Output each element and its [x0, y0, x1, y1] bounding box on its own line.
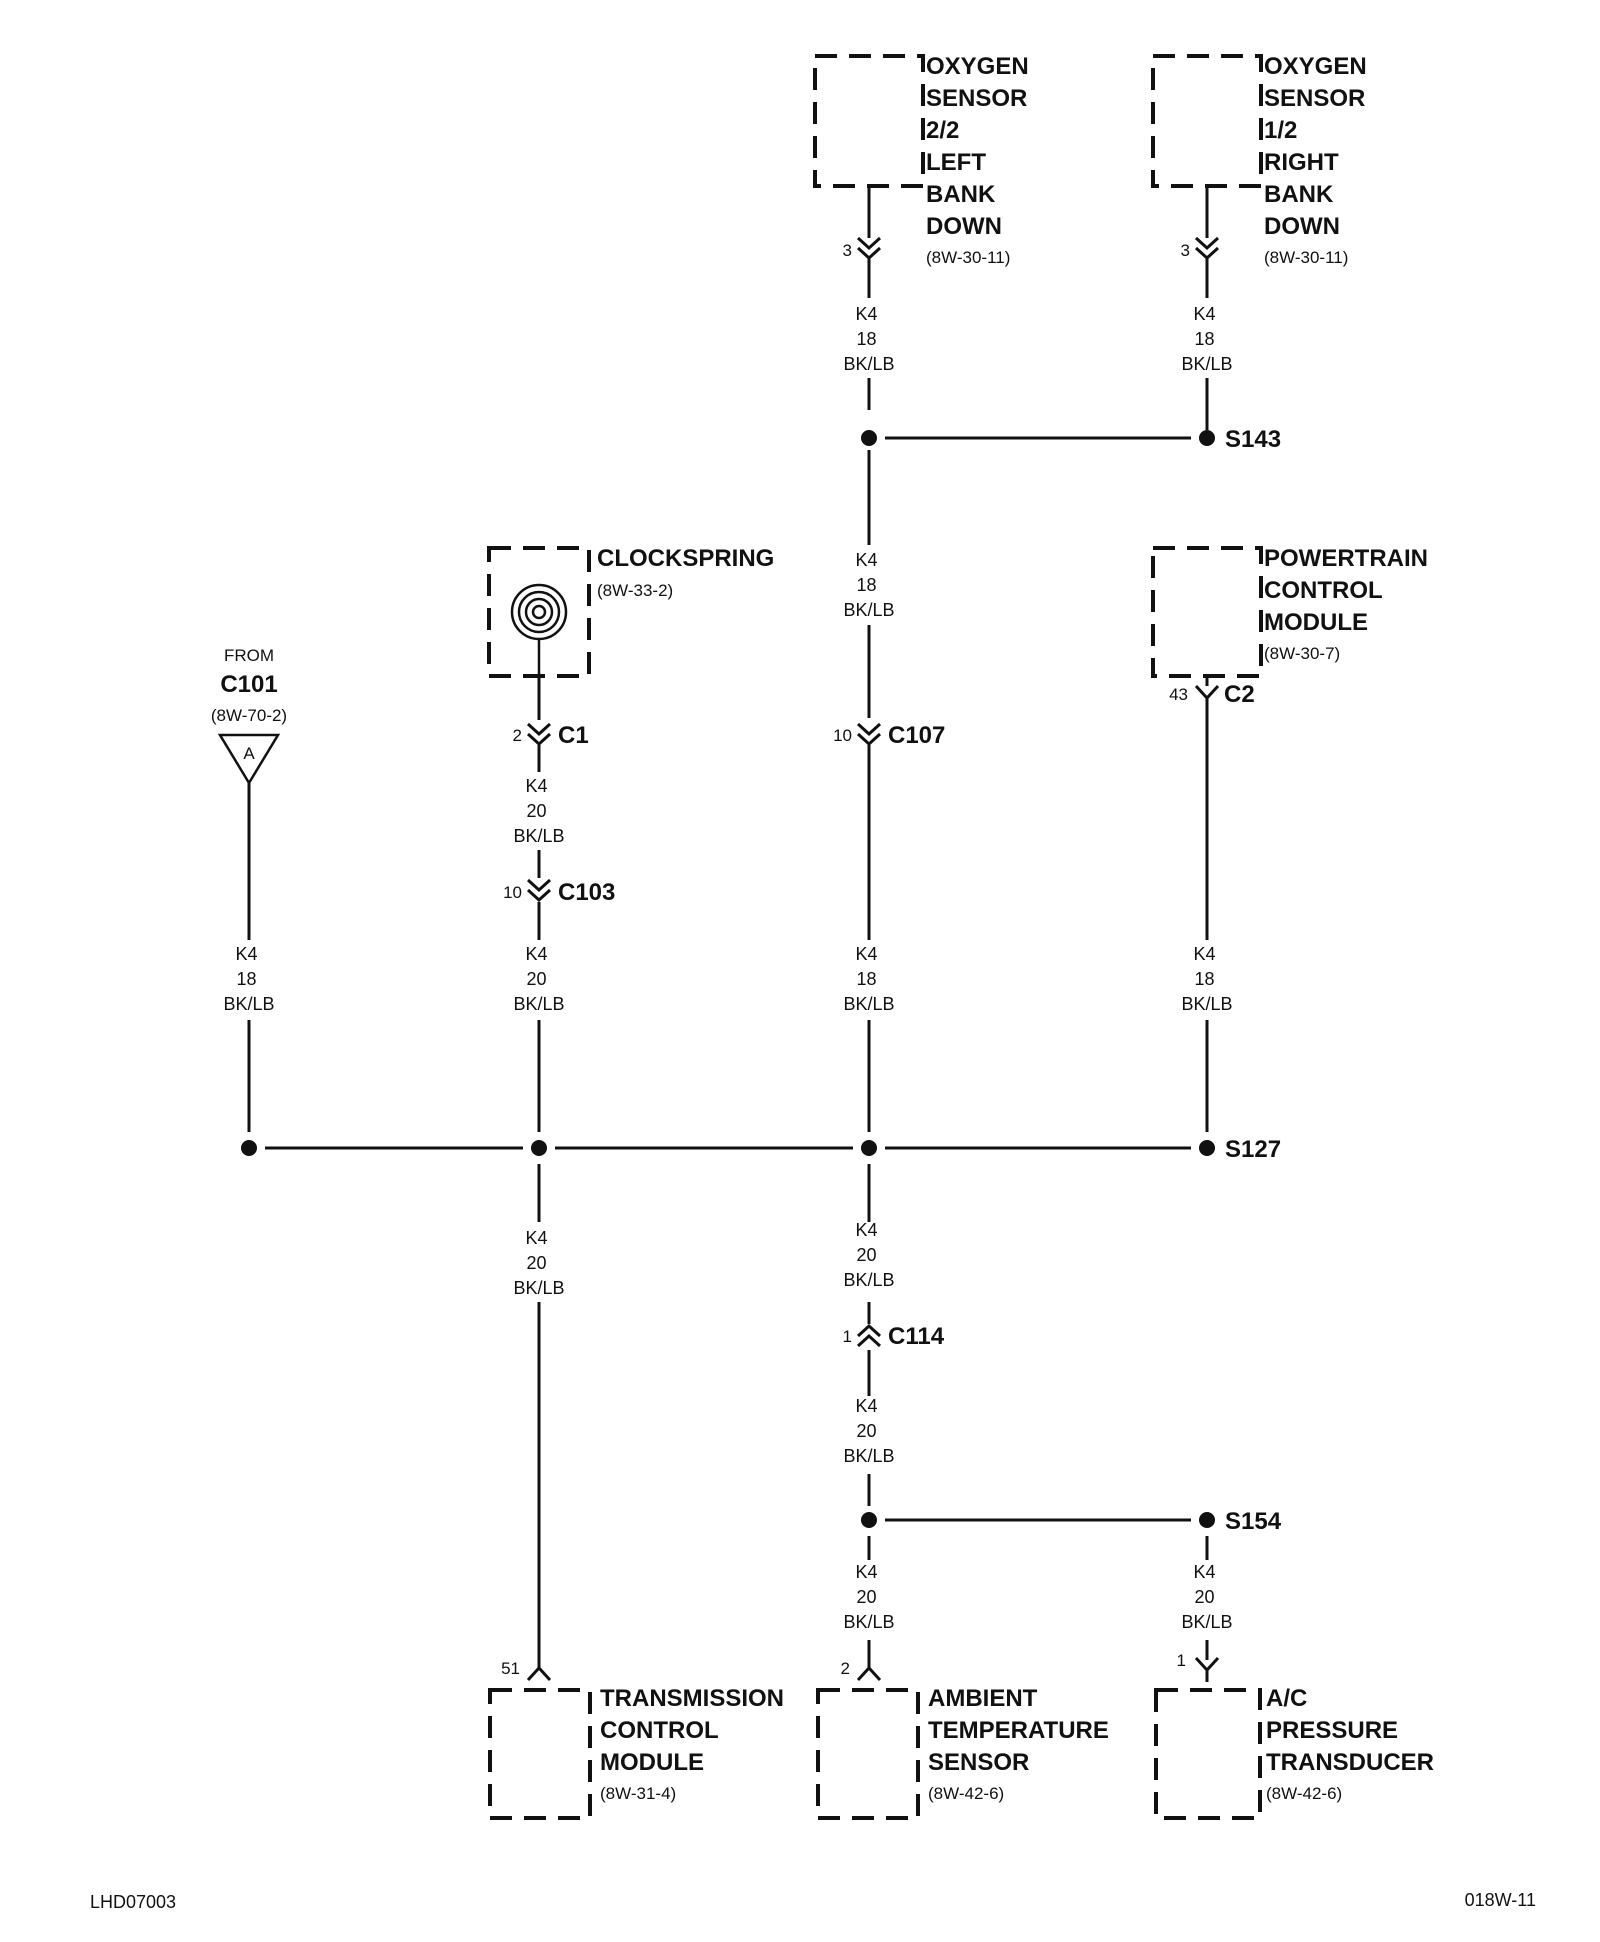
connector-c1: 2 C1 [513, 722, 589, 749]
connector-pin: 3 [1181, 241, 1190, 260]
oxygen-sensor-right-box [1151, 54, 1263, 188]
connector-chevron-icon [856, 1323, 882, 1348]
tcm-box [488, 1688, 592, 1820]
wire-label: K4 18 BK/LB [1181, 304, 1232, 374]
component-reference: (8W-42-6) [928, 1784, 1004, 1803]
connector-pin: 1 [1177, 1651, 1186, 1670]
wire-labels: K4 18 BK/LB K4 18 BK/LB K4 18 BK/LB K4 2… [223, 304, 1232, 1632]
component-reference: (8W-33-2) [597, 581, 673, 600]
off-page-marker: A [243, 744, 255, 763]
splice-dot [241, 1140, 257, 1156]
component-title: TRANSMISSION CONTROL MODULE [600, 1685, 791, 1776]
ambient-temperature-sensor: AMBIENT TEMPERATURE SENSOR (8W-42-6) [816, 1685, 1116, 1820]
component-reference: (8W-42-6) [1266, 1784, 1342, 1803]
connector-pin: 43 [1169, 685, 1188, 704]
ambient-sensor-box [816, 1688, 920, 1820]
off-page-triangle-icon [217, 733, 281, 786]
connector-chevron-icon [856, 1665, 882, 1682]
splice-label-s143: S143 [1225, 426, 1281, 453]
wire-label: K4 20 BK/LB [513, 1228, 564, 1298]
component-title: CLOCKSPRING [597, 545, 774, 572]
pcm-box [1151, 546, 1263, 678]
wire-label: K4 20 BK/LB [843, 1220, 894, 1290]
ac-transducer-box [1154, 1688, 1262, 1820]
connector-pin: 2 [841, 1659, 850, 1678]
powertrain-control-module: POWERTRAIN CONTROL MODULE (8W-30-7) [1151, 545, 1435, 678]
connector-chevron-icon [1194, 1656, 1220, 1682]
splice-label-s127: S127 [1225, 1136, 1281, 1163]
connector-chevron-icon [856, 722, 882, 747]
connector-o2-left: 3 [843, 236, 882, 261]
component-reference: (8W-30-11) [1264, 248, 1348, 267]
connector-pin: 10 [503, 883, 522, 902]
wire-label: K4 18 BK/LB [843, 304, 894, 374]
component-reference: (8W-30-11) [926, 248, 1010, 267]
splice-label-s154: S154 [1225, 1508, 1282, 1535]
connector-tcm: 51 [501, 1659, 552, 1682]
splice-dot [1199, 430, 1215, 446]
connector-pin: 3 [843, 241, 852, 260]
ac-pressure-transducer: A/C PRESSURE TRANSDUCER (8W-42-6) [1154, 1685, 1434, 1820]
connector-c107: 10 C107 [833, 722, 945, 749]
connector-c103: 10 C103 [503, 878, 615, 906]
connector-chevron-icon [1194, 684, 1220, 708]
splice-dot [861, 1512, 877, 1528]
component-reference: (8W-70-2) [211, 706, 287, 725]
connector-name: C1 [558, 722, 589, 749]
connector-chevron-icon [526, 878, 552, 903]
connector-pin: 2 [513, 726, 522, 745]
from-connector-name: C101 [220, 671, 277, 698]
connector-ac: 1 [1177, 1651, 1220, 1682]
splice-dot [861, 1140, 877, 1156]
footer-left-id: LHD07003 [90, 1892, 176, 1912]
connector-name: C2 [1224, 681, 1255, 708]
splice-dot [1199, 1512, 1215, 1528]
wire-label: K4 20 BK/LB [1181, 1562, 1232, 1632]
connector-pin: 1 [843, 1327, 852, 1346]
wire-label: K4 20 BK/LB [843, 1396, 894, 1466]
wire-label: K4 20 BK/LB [513, 944, 564, 1014]
from-c101: FROM C101 (8W-70-2) A [211, 646, 287, 786]
connector-pin: 51 [501, 1659, 520, 1678]
wires [247, 186, 1209, 1682]
connector-name: C114 [888, 1323, 945, 1350]
clockspring: CLOCKSPRING (8W-33-2) [487, 545, 774, 678]
oxygen-sensor-left-box [813, 54, 925, 188]
component-reference: (8W-30-7) [1264, 644, 1340, 663]
connector-ambient: 2 [841, 1659, 882, 1682]
wire-label: K4 18 BK/LB [223, 944, 274, 1014]
splice-dot [1199, 1140, 1215, 1156]
component-reference: (8W-31-4) [600, 1784, 676, 1803]
component-title: AMBIENT TEMPERATURE SENSOR [928, 1685, 1116, 1776]
connector-chevron-icon [1194, 236, 1220, 261]
connector-chevron-icon [526, 1665, 552, 1682]
connector-name: C103 [558, 879, 615, 906]
splice-dot [531, 1140, 547, 1156]
connector-pin: 10 [833, 726, 852, 745]
wire-label: K4 18 BK/LB [1181, 944, 1232, 1014]
transmission-control-module: TRANSMISSION CONTROL MODULE (8W-31-4) [488, 1685, 791, 1820]
from-label: FROM [224, 646, 274, 665]
clockspring-coil-icon [510, 583, 568, 676]
connector-chevron-icon [856, 236, 882, 261]
oxygen-sensor-right-bank: OXYGEN SENSOR 1/2 RIGHT BANK DOWN (8W-30… [1151, 53, 1373, 267]
connector-c114: 1 C114 [843, 1323, 945, 1350]
splice-dots [241, 430, 1215, 1528]
connector-o2-right: 3 [1181, 236, 1220, 261]
wire-label: K4 20 BK/LB [513, 776, 564, 846]
footer-right-id: 018W-11 [1465, 1890, 1536, 1910]
splice-dot [861, 430, 877, 446]
connector-c2: 43 C2 [1169, 681, 1255, 708]
oxygen-sensor-left-bank: OXYGEN SENSOR 2/2 LEFT BANK DOWN (8W-30-… [813, 53, 1035, 267]
component-title: A/C PRESSURE TRANSDUCER [1266, 1685, 1434, 1776]
component-title: OXYGEN SENSOR 2/2 LEFT BANK DOWN [926, 53, 1035, 240]
connector-name: C107 [888, 722, 945, 749]
wire-label: K4 18 BK/LB [843, 944, 894, 1014]
component-title: OXYGEN SENSOR 1/2 RIGHT BANK DOWN [1264, 53, 1373, 240]
component-title: POWERTRAIN CONTROL MODULE [1264, 545, 1435, 636]
connector-chevron-icon [526, 722, 552, 747]
wire-label: K4 20 BK/LB [843, 1562, 894, 1632]
wire-label: K4 18 BK/LB [843, 550, 894, 620]
